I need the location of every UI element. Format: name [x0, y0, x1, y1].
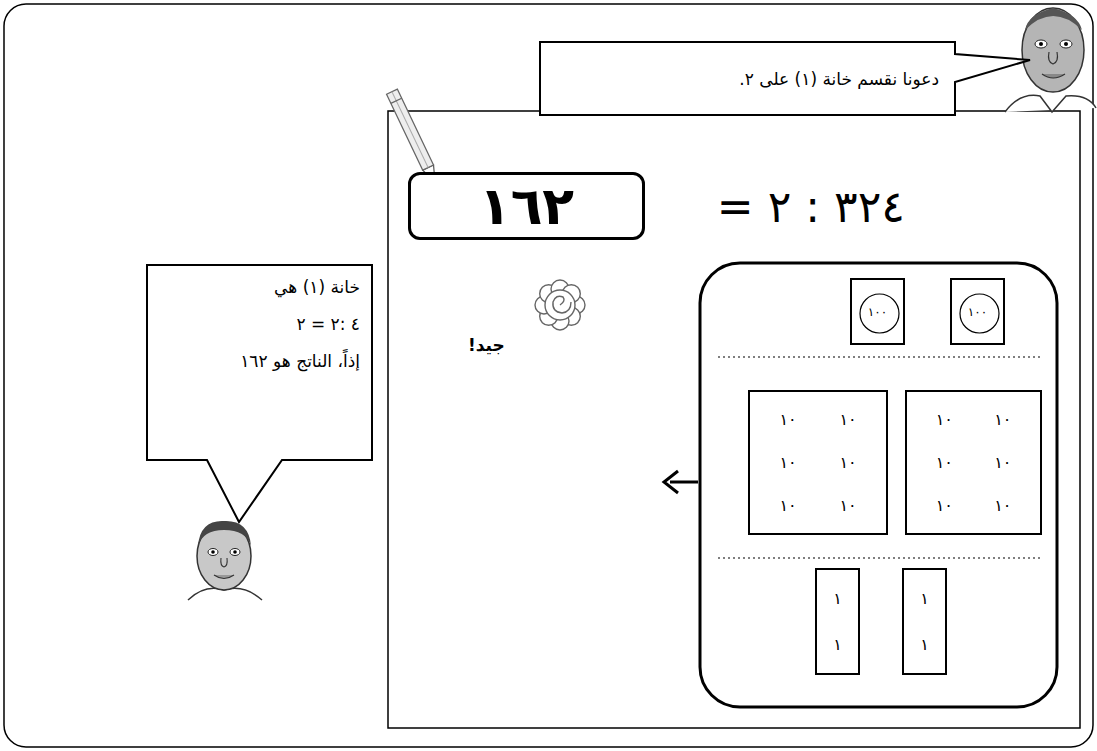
ones-block: ١١ [902, 568, 947, 675]
speech-text: ٤ :٢ = ٢ [159, 312, 360, 337]
speech-bubble: دعونا نقسم خانة (١) على ٢. [540, 42, 955, 115]
speech-bubble: خانة (١) هي ٤ :٢ = ٢ إذاً، الناتج هو ١٦٢ [147, 265, 372, 460]
block-value: ١٠٠ [868, 305, 887, 319]
block-value: ١٠٠ [968, 305, 987, 319]
block-value: ١٠ [839, 496, 856, 515]
speech-text: دعونا نقسم خانة (١) على ٢. [739, 69, 939, 89]
block-value: ١٠ [994, 453, 1011, 472]
ones-block: ١١ [815, 568, 860, 675]
place-value-tray [700, 263, 1057, 707]
answer-text: ١٦٢ [479, 176, 574, 236]
praise-text: جيد! [468, 333, 505, 357]
block-value: ١٠ [779, 496, 796, 515]
block-value: ١٠ [936, 496, 953, 515]
boy-face [188, 521, 262, 600]
block-value: ١٠ [936, 410, 953, 429]
hundred-block: ١٠٠ [850, 278, 905, 345]
outer-frame [4, 4, 1093, 747]
block-value: ١٠ [779, 453, 796, 472]
block-value: ١ [920, 589, 929, 608]
block-value: ١٠ [839, 410, 856, 429]
left-arrow [664, 471, 698, 493]
dotted-divider [718, 356, 1040, 357]
block-value: ١٠ [994, 410, 1011, 429]
tens-block: ١٠ ١٠ ١٠ ١٠ ١٠ ١٠ [748, 390, 888, 535]
equation-text: ٣٢٤ : ٢ = [717, 180, 905, 234]
speech-text: خانة (١) هي [159, 275, 360, 300]
speech-text: إذاً، الناتج هو ١٦٢ [159, 349, 360, 374]
block-value: ١ [920, 635, 929, 654]
block-value: ١٠ [839, 453, 856, 472]
tens-block: ١٠ ١٠ ١٠ ١٠ ١٠ ١٠ [905, 390, 1042, 535]
block-value: ١٠ [779, 410, 796, 429]
block-value: ١٠ [994, 496, 1011, 515]
block-value: ١ [833, 635, 842, 654]
answer-box: ١٦٢ [408, 172, 645, 240]
hundred-block: ١٠٠ [950, 278, 1005, 345]
flower-icon [535, 280, 585, 330]
block-value: ١٠ [936, 453, 953, 472]
pencil-icon [387, 89, 441, 184]
work-panel [388, 111, 1080, 728]
block-value: ١ [833, 589, 842, 608]
dotted-divider [718, 557, 1040, 558]
